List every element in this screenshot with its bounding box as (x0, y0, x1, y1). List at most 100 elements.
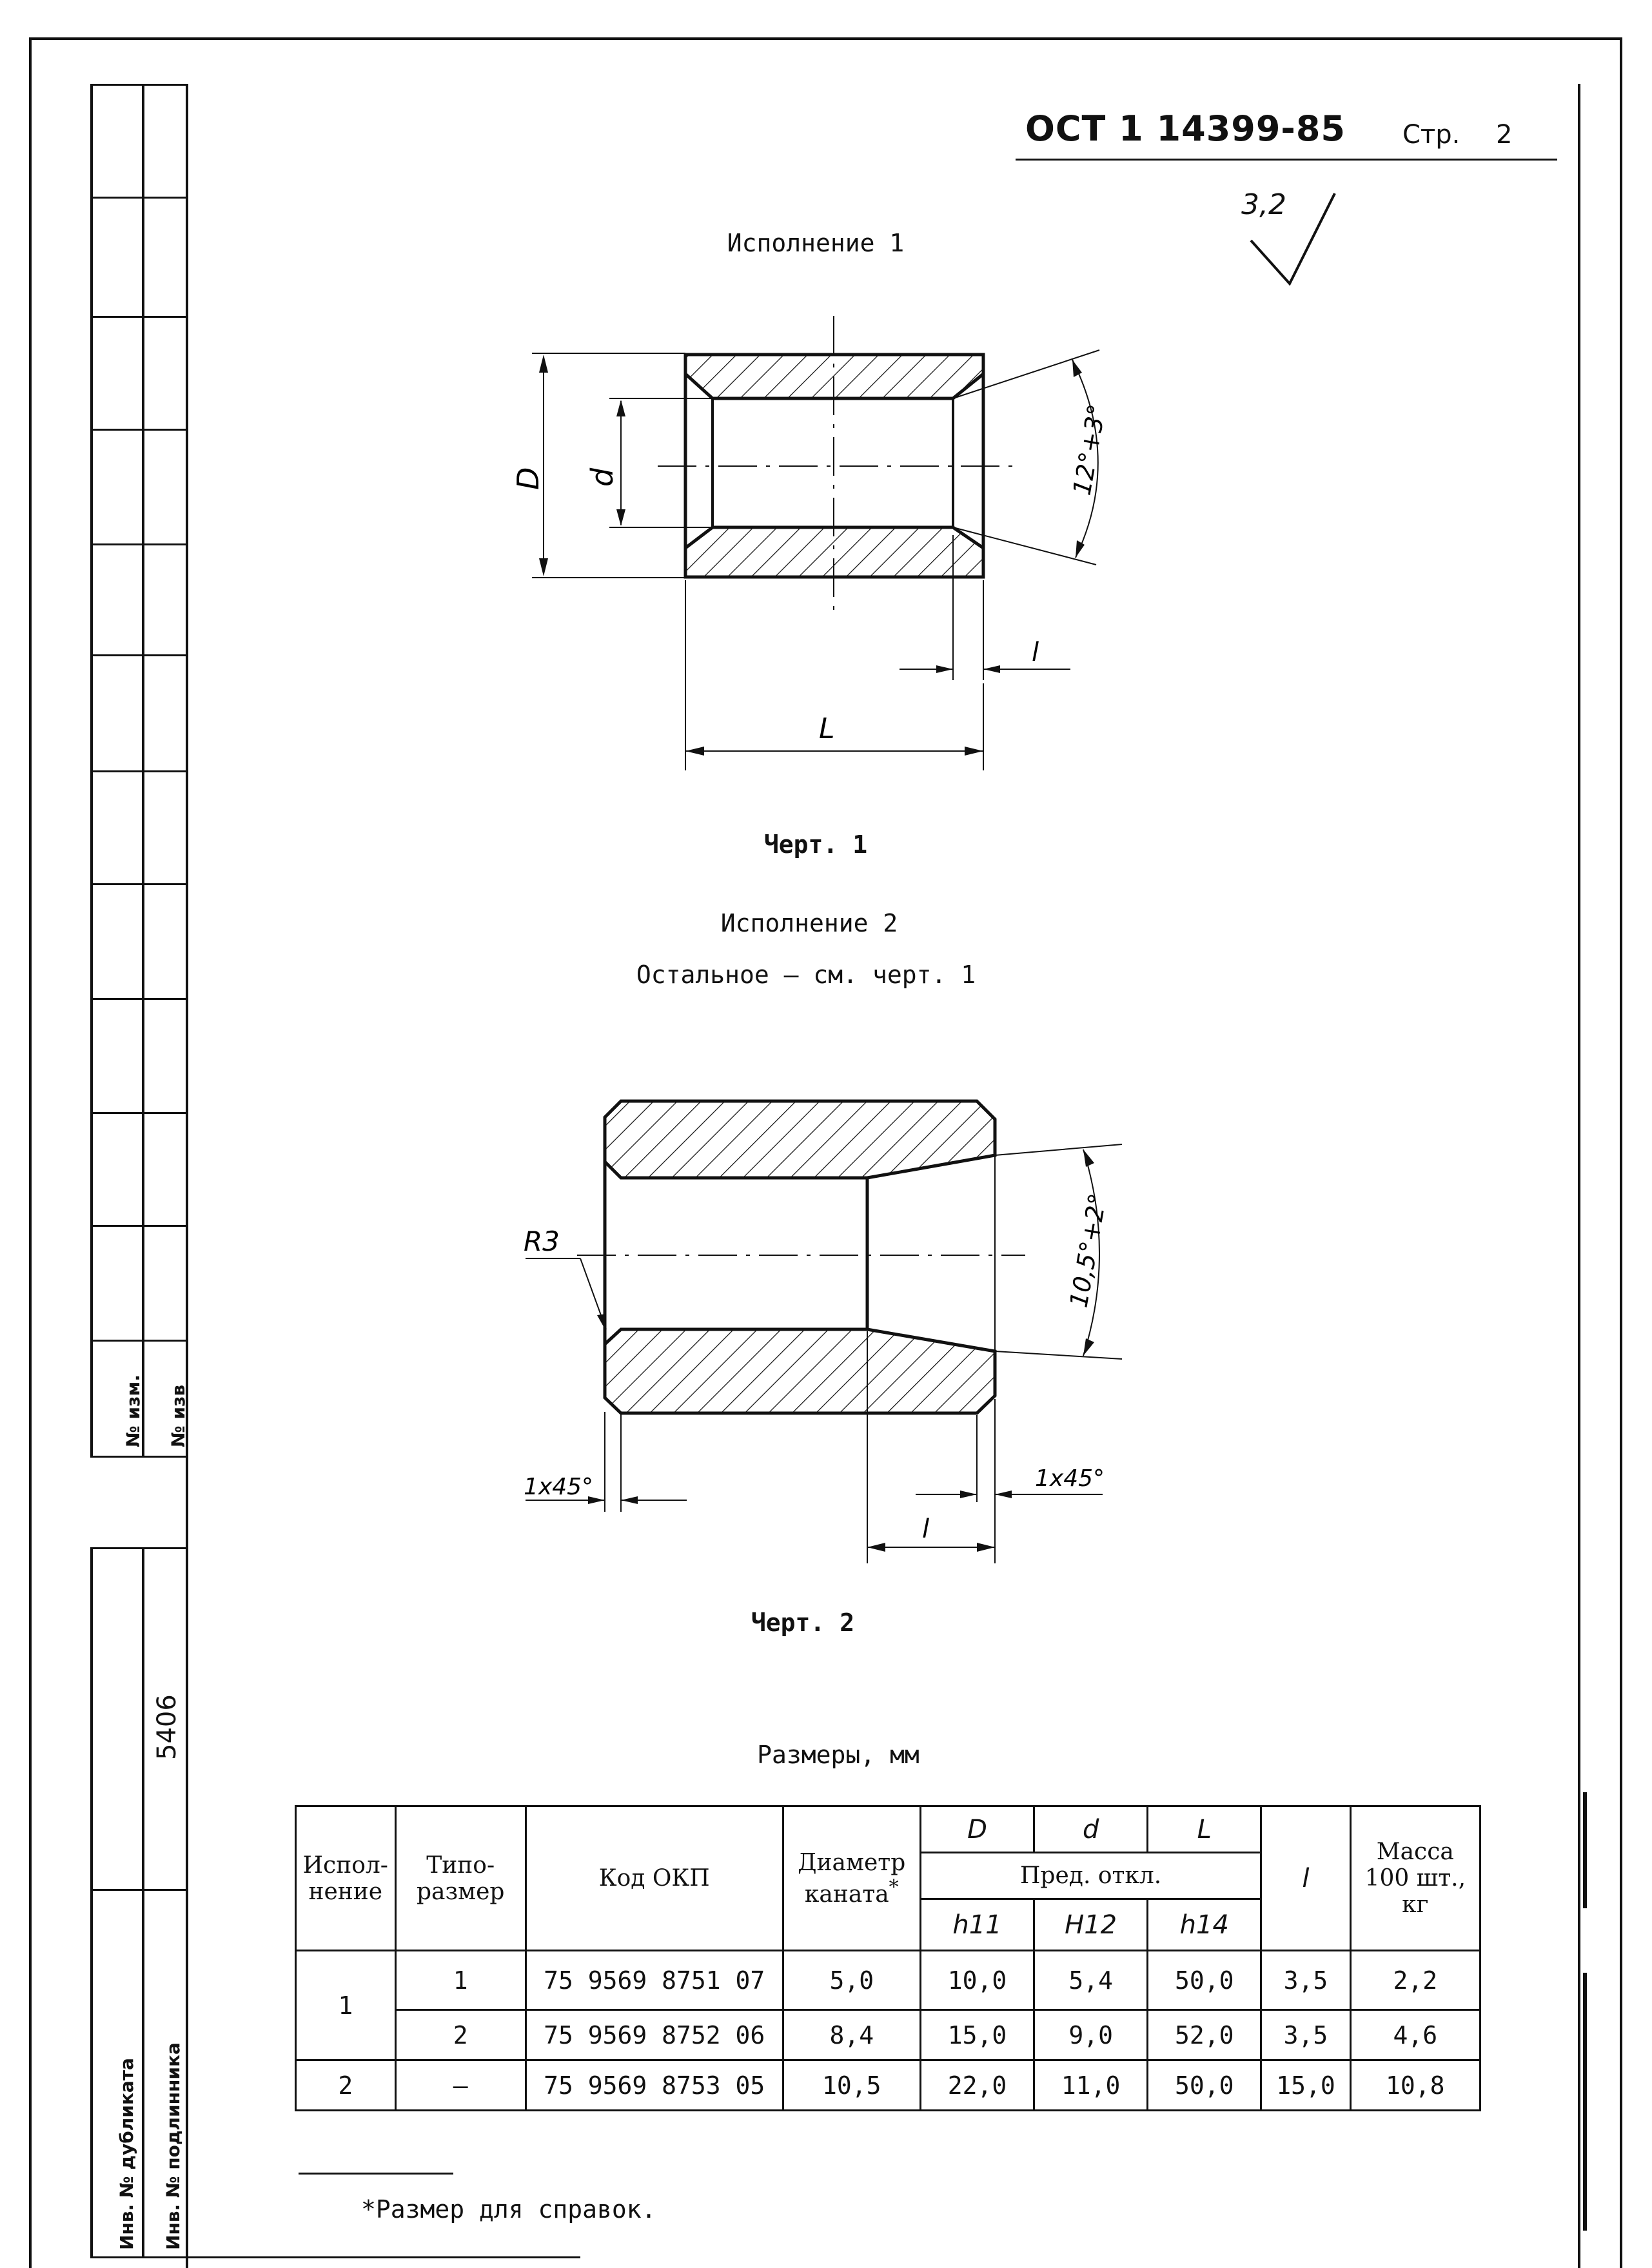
header-h11: h11 (919, 1898, 1036, 1951)
frame-top (29, 37, 1622, 40)
label-l2: l (922, 1514, 929, 1544)
stamp2-row (90, 1889, 188, 1891)
variant1-title: Исполнение 1 (727, 229, 905, 257)
stamp-row (90, 316, 188, 318)
inner-frame-right (1578, 84, 1580, 2268)
table-header-row: h11 H12 h14 (296, 1898, 1480, 1951)
frame-bottom (90, 2256, 580, 2258)
duplicate-inv-label: Инв. № дубликата (116, 2058, 137, 2250)
header-size: Типо-размер (394, 1805, 527, 1951)
label-l: l (1032, 638, 1039, 667)
variant1-caption: Черт. 1 (763, 830, 868, 859)
inner-frame-left (186, 84, 188, 2268)
stamp2-top (90, 1547, 188, 1549)
cell-okp: 75 9569 8753 05 (524, 2059, 784, 2111)
cell-size: – (394, 2059, 527, 2111)
standard-number: ОСТ 1 14399-85 (1025, 108, 1346, 149)
header-mass: Масса 100 шт., кг (1349, 1805, 1482, 1951)
cell-d: 5,4 (1033, 1950, 1149, 2011)
roughness-value: 3,2 (1241, 188, 1286, 221)
label-R3: R3 (524, 1226, 560, 1257)
label-D: D (511, 467, 546, 490)
wall2-top (603, 1099, 997, 1180)
table-title: Размеры, мм (757, 1741, 919, 1769)
stamp-row (90, 654, 188, 656)
cell-diameter: 5,0 (782, 1950, 921, 2011)
cell-okp: 75 9569 8751 07 (524, 1950, 784, 2011)
stamp-row (90, 998, 188, 1000)
cell-variant: 1 (295, 1950, 397, 2061)
header-H12: H12 (1033, 1898, 1149, 1951)
cell-L: 50,0 (1146, 1950, 1263, 2011)
header-l: l (1260, 1805, 1352, 1951)
header-h14: h14 (1146, 1898, 1263, 1951)
cell-size: 2 (394, 2009, 527, 2061)
notice-no-label: № изв (168, 1384, 189, 1447)
label-angle2: 10,5°+2° (1065, 1191, 1112, 1310)
header-d: d (1033, 1805, 1149, 1853)
stamp-row (90, 883, 188, 885)
header-rule (1016, 159, 1557, 161)
stamp-row (90, 1340, 188, 1342)
stamp2-col-1 (90, 1547, 93, 2256)
variant2-drawing: R3 10,5°+2° 1x45° 1x45° l (524, 1099, 1123, 1563)
label-d: d (585, 467, 620, 487)
cell-variant: 2 (295, 2059, 397, 2111)
header-D: D (919, 1805, 1036, 1853)
footnote: *Размер для справок. (361, 2195, 656, 2224)
cell-mass: 2,2 (1349, 1950, 1482, 2011)
label-angle: 12°+3° (1068, 402, 1112, 498)
cell-mass: 10,8 (1349, 2059, 1482, 2111)
stamp-row (90, 197, 188, 199)
dimensions-table: Испол-нение Типо-размер Код ОКП Диаметр … (295, 1805, 1482, 2111)
table-row: 1 1 75 9569 8751 07 5,0 10,0 5,4 50,0 3,… (295, 1950, 1482, 2061)
cell-l: 3,5 (1260, 1950, 1352, 2011)
stamp2-col-2 (142, 1547, 144, 2256)
cell-mass: 4,6 (1349, 2009, 1482, 2061)
cell-D: 22,0 (919, 2059, 1036, 2111)
header-okp: Код ОКП (524, 1805, 784, 1951)
header-tolerance: Пред. откл. (919, 1852, 1263, 1900)
original-inv-label: Инв. № подлинника (162, 2042, 184, 2250)
label-chamfer-left: 1x45° (524, 1474, 593, 1500)
roughness-check-icon (1250, 193, 1336, 286)
cell-D: 15,0 (919, 2009, 1036, 2061)
cell-l: 15,0 (1260, 2059, 1352, 2111)
cell-okp: 75 9569 8752 06 (524, 2009, 784, 2061)
table-row: 2 – 75 9569 8753 05 10,5 22,0 11,0 50,0 … (295, 2059, 1482, 2111)
cell-diameter: 8,4 (782, 2009, 921, 2061)
table-row: 2 75 9569 8752 06 8,4 15,0 9,0 52,0 3,5 … (296, 2009, 1482, 2061)
frame-left (29, 37, 32, 2268)
original-inv-value: 5406 (152, 1694, 182, 1760)
stamp-row (90, 429, 188, 431)
page-number: 2 (1496, 120, 1513, 150)
variant2-caption: Черт. 2 (751, 1608, 855, 1637)
header-variant: Испол-нение (295, 1805, 397, 1951)
footnote-rule (299, 2173, 453, 2175)
variant1-drawing: D d 12°+3° l L (511, 316, 1112, 770)
stamp-row (90, 770, 188, 772)
header-L: L (1146, 1805, 1263, 1853)
label-chamfer-right: 1x45° (1035, 1465, 1105, 1492)
stamp-top (90, 84, 188, 86)
variant2-title: Исполнение 2 (720, 909, 898, 937)
label-L: L (819, 712, 835, 745)
header-diameter: Диаметр каната* (782, 1805, 921, 1951)
stamp-row (90, 1112, 188, 1114)
edge-mark (1583, 1792, 1587, 1908)
edge-mark (1583, 1973, 1587, 2231)
cell-d: 11,0 (1033, 2059, 1149, 2111)
cell-L: 52,0 (1146, 2009, 1263, 2061)
cell-D: 10,0 (919, 1950, 1036, 2011)
stamp-row (90, 1225, 188, 1227)
stamp-row (90, 543, 188, 545)
table-header-row: Испол-нение Типо-размер Код ОКП Диаметр … (295, 1805, 1482, 1951)
variant2-note: Остальное – см. черт. 1 (636, 961, 976, 989)
cell-l: 3,5 (1260, 2009, 1352, 2061)
cell-diameter: 10,5 (782, 2059, 921, 2111)
change-no-label: № изм. (123, 1374, 144, 1447)
table-header-row: Пред. откл. (296, 1852, 1480, 1900)
cell-d: 9,0 (1033, 2009, 1149, 2061)
cell-L: 50,0 (1146, 2059, 1263, 2111)
stamp-row (90, 1456, 188, 1458)
